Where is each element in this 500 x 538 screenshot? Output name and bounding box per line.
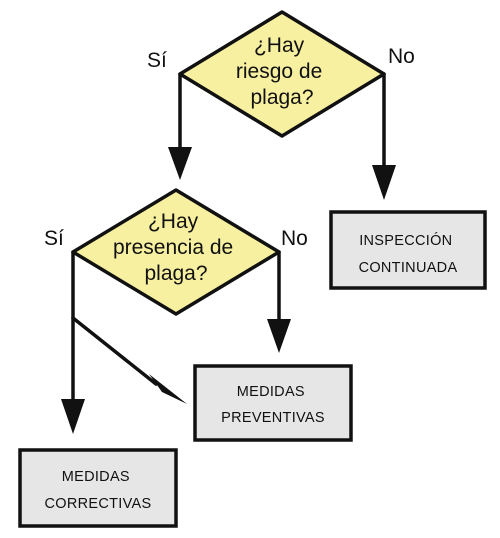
edge-presence-yes-corrective	[61, 250, 85, 434]
svg-text:¿Hay presencia de: ¿Hay presencia de plaga?	[113, 210, 239, 285]
decision-risk-line-3: plaga?	[250, 86, 313, 109]
box-preventive-line-2: PREVENTIVAS	[221, 410, 325, 426]
decision-presence-node: ¿Hay presencia de plaga?	[71, 188, 281, 316]
box-preventive-line-1: MEDIDAS	[237, 384, 305, 400]
svg-text:INSPECCIÓN CONTINUADA: INSPECCIÓN CONTINUADA	[359, 232, 458, 276]
edge-risk-no	[372, 72, 396, 200]
svg-text:¿Hay riesgo de pla: ¿Hay riesgo de plaga?	[236, 34, 328, 109]
box-corrective-line-1: MEDIDAS	[62, 469, 130, 485]
box-corrective: MEDIDAS CORRECTIVAS	[18, 448, 178, 528]
decision-presence-no-label: No	[281, 227, 308, 250]
decision-risk-no-label: No	[388, 45, 415, 68]
decision-presence-line-2: presencia de	[113, 236, 233, 259]
box-inspection-line-1: INSPECCIÓN	[359, 232, 452, 249]
decision-presence-line-1: ¿Hay	[148, 210, 199, 233]
decision-presence-yes-label: Sí	[44, 227, 64, 250]
box-inspection: INSPECCIÓN CONTINUADA	[329, 210, 487, 290]
decision-risk-line-1: ¿Hay	[254, 34, 305, 57]
decision-presence-diamond	[71, 188, 281, 316]
decision-presence-line-3: plaga?	[144, 262, 207, 285]
box-inspection-line-2: CONTINUADA	[359, 260, 458, 276]
edge-presence-no	[267, 250, 291, 353]
svg-text:MEDIDAS PREVENTIVAS: MEDIDAS PREVENTIVAS	[221, 384, 325, 426]
edge-presence-yes-preventive	[71, 316, 187, 404]
decision-risk-line-2: riesgo de	[236, 60, 322, 83]
decision-risk-yes-label: Sí	[147, 49, 167, 72]
box-preventive: MEDIDAS PREVENTIVAS	[193, 364, 353, 442]
box-corrective-line-2: CORRECTIVAS	[45, 496, 152, 512]
decision-risk-node: ¿Hay riesgo de plaga?	[178, 10, 386, 138]
edge-risk-yes	[168, 72, 192, 180]
decision-risk-diamond	[178, 10, 386, 138]
svg-text:MEDIDAS CORRECTIVAS: MEDIDAS CORRECTIVAS	[45, 469, 152, 512]
